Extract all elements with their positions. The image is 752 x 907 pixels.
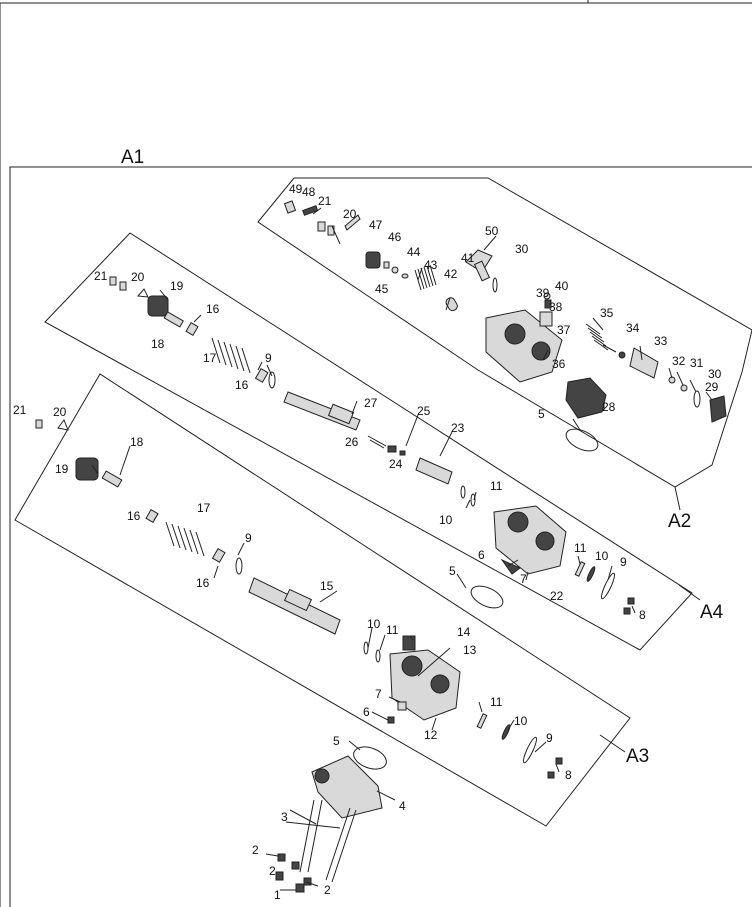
callout-10: 10	[367, 617, 381, 631]
callout-18: 18	[130, 435, 144, 449]
callout-11: 11	[574, 541, 587, 555]
callout-21: 21	[13, 403, 27, 417]
callout-5: 5	[333, 734, 340, 748]
callout-43: 43	[424, 258, 438, 272]
callout-26: 26	[345, 435, 359, 449]
callout-9: 9	[265, 351, 272, 365]
callout-8: 8	[565, 768, 572, 782]
callout-3: 3	[281, 810, 288, 824]
callout-21: 21	[94, 269, 108, 283]
callout-19: 19	[55, 462, 69, 476]
callout-2: 2	[269, 864, 276, 878]
callout-16: 16	[235, 378, 249, 392]
callout-9: 9	[245, 531, 252, 545]
callout-48: 48	[302, 185, 316, 199]
group-label-a4: A4	[700, 602, 724, 623]
group-label-a2: A2	[668, 511, 691, 532]
group-label-a3: A3	[626, 746, 649, 767]
callout-31: 31	[690, 356, 704, 370]
callout-13: 13	[463, 643, 477, 657]
callout-29: 29	[705, 380, 719, 394]
group-a2-outline	[257, 177, 752, 488]
callout-16: 16	[196, 576, 210, 590]
leader-a4	[678, 584, 701, 601]
section-label-a1: A1	[121, 147, 144, 168]
callout-10: 10	[595, 549, 609, 563]
group-a3-outline	[14, 373, 631, 827]
callout-11: 11	[490, 479, 503, 493]
callout-21: 21	[318, 194, 332, 208]
callout-6: 6	[478, 548, 485, 562]
callout-33: 33	[654, 334, 668, 348]
callout-8: 8	[639, 608, 646, 622]
callout-9: 9	[620, 555, 627, 569]
callout-41: 41	[461, 251, 475, 265]
callout-1: 1	[274, 888, 281, 902]
callout-15: 15	[320, 579, 334, 593]
a4-parts	[109, 276, 635, 615]
callout-40: 40	[555, 279, 569, 293]
a1-section-frame	[9, 166, 752, 907]
callout-12: 12	[424, 728, 438, 742]
callout-2: 2	[252, 843, 259, 857]
leader-lines	[91, 207, 713, 891]
callout-20: 20	[131, 270, 145, 284]
callout-5: 5	[538, 407, 545, 421]
callout-28: 28	[602, 400, 616, 414]
inlet-parts	[275, 746, 387, 893]
callout-6: 6	[363, 705, 370, 719]
callout-19: 19	[170, 279, 184, 293]
callout-16: 16	[206, 302, 220, 316]
callout-17: 17	[203, 351, 217, 365]
callout-30: 30	[708, 367, 722, 381]
callout-22: 22	[550, 589, 564, 603]
callout-47: 47	[369, 218, 383, 232]
callout-7: 7	[520, 572, 527, 586]
callout-7: 7	[375, 687, 382, 701]
callout-46: 46	[388, 230, 402, 244]
callout-50: 50	[485, 224, 499, 238]
leader-a2	[674, 486, 681, 511]
callout-5: 5	[449, 564, 456, 578]
callout-42: 42	[444, 267, 458, 281]
callout-4: 4	[399, 799, 406, 813]
callout-20: 20	[343, 207, 357, 221]
callout-9: 9	[546, 731, 553, 745]
callout-18: 18	[151, 337, 165, 351]
group-a4-outline	[44, 232, 693, 651]
callout-36: 36	[552, 357, 566, 371]
callout-34: 34	[626, 321, 640, 335]
callout-27: 27	[364, 396, 378, 410]
leader-a3	[599, 734, 626, 753]
callout-38: 38	[549, 300, 563, 314]
callout-10: 10	[514, 714, 528, 728]
callout-11: 11	[386, 623, 399, 637]
callout-2: 2	[324, 883, 331, 897]
callout-25: 25	[417, 404, 431, 418]
callout-10: 10	[439, 513, 453, 527]
a2-parts	[283, 200, 727, 423]
callout-30: 30	[515, 242, 529, 256]
callout-35: 35	[600, 306, 614, 320]
callout-23: 23	[451, 421, 465, 435]
callout-32: 32	[672, 354, 686, 368]
callout-37: 37	[557, 323, 571, 337]
callout-16: 16	[127, 509, 141, 523]
callout-39: 39	[536, 286, 550, 300]
a3-parts	[35, 418, 563, 779]
callout-49: 49	[289, 182, 303, 196]
callout-45: 45	[375, 282, 389, 296]
callout-24: 24	[389, 457, 403, 471]
callout-14: 14	[457, 625, 471, 639]
callout-44: 44	[407, 245, 421, 259]
callout-17: 17	[197, 501, 211, 515]
callout-11: 11	[490, 695, 503, 709]
callout-20: 20	[53, 405, 67, 419]
